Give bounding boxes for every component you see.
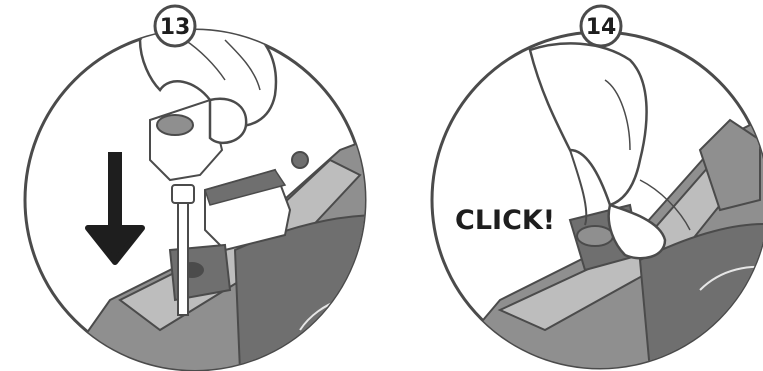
- step-13-badge: 13: [155, 6, 195, 46]
- step-14-callout: CLICK!: [455, 205, 555, 236]
- step-14-number: 14: [586, 15, 617, 40]
- step-13-panel: 13: [25, 6, 420, 371]
- step-14-badge: 14: [581, 6, 621, 46]
- step-14-panel: CLICK! 14: [432, 6, 763, 371]
- step-13-number: 13: [160, 15, 191, 40]
